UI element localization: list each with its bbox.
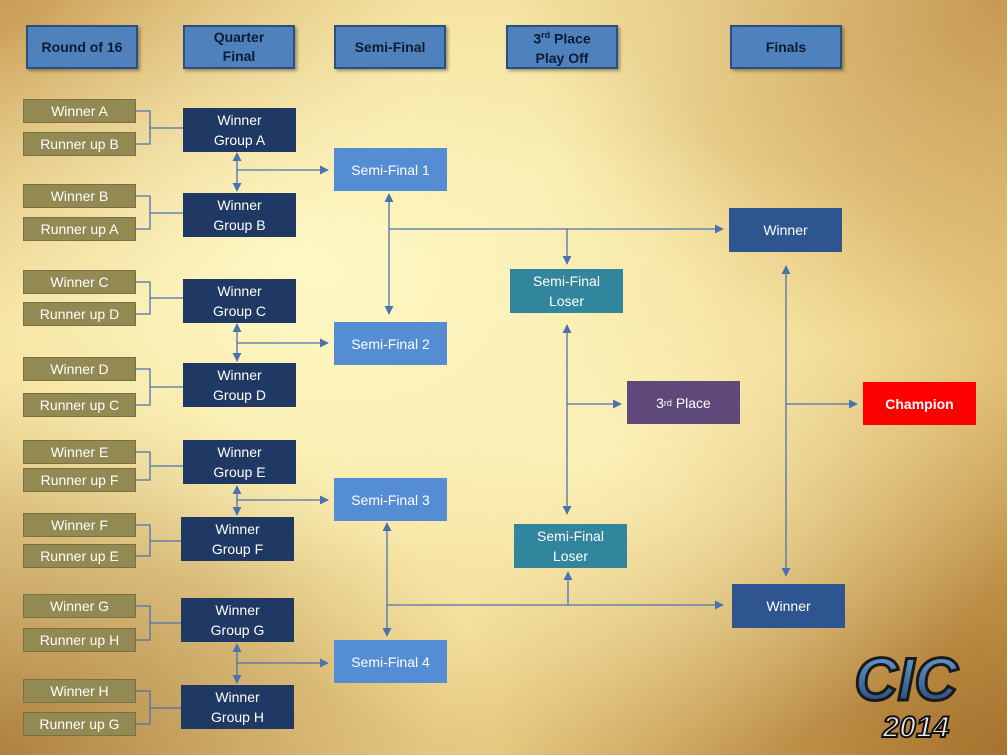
qf-box: Winner Group B xyxy=(183,193,296,237)
qf-label: Winner Group E xyxy=(213,444,266,480)
sf-loser-label: Semi-Final Loser xyxy=(533,273,600,309)
header-semi-final: Semi-Final xyxy=(334,25,446,69)
r16-team: Runner up F xyxy=(23,468,136,492)
qf-label: Winner Group A xyxy=(213,112,266,148)
header-third-suffix: rd xyxy=(541,30,551,41)
finals-winner-box-1: Winner xyxy=(729,208,842,252)
qf-label: Winner Group H xyxy=(211,689,264,725)
header-quarter-final: Quarter Final xyxy=(183,25,295,69)
r16-team: Runner up A xyxy=(23,217,136,241)
r16-team: Runner up B xyxy=(23,132,136,156)
header-third-place: 3rd Place Play Off xyxy=(506,25,618,69)
sf-box-3: Semi-Final 3 xyxy=(334,478,447,521)
r16-bracket-e xyxy=(136,451,183,481)
r16-team-label: Runner up D xyxy=(39,306,120,322)
r16-team: Winner F xyxy=(23,513,136,537)
r16-team: Winner B xyxy=(23,184,136,208)
sf-box-4: Semi-Final 4 xyxy=(334,640,447,683)
sf-loser-box-1: Semi-Final Loser xyxy=(510,269,623,313)
r16-bracket-b xyxy=(136,195,183,230)
r16-bracket-h xyxy=(136,690,181,725)
r16-team-label: Winner A xyxy=(51,103,108,119)
qf-box: Winner Group C xyxy=(183,279,296,323)
r16-team-label: Runner up G xyxy=(39,716,120,732)
r16-team: Runner up C xyxy=(23,393,136,417)
header-finals: Finals xyxy=(730,25,842,69)
r16-team-label: Winner G xyxy=(49,598,110,614)
qf-label: Winner Group G xyxy=(210,602,265,638)
logo-year: 2014 xyxy=(882,711,950,744)
r16-bracket-f xyxy=(136,524,181,557)
qf-label: Winner Group D xyxy=(213,367,266,403)
qf-box: Winner Group E xyxy=(183,440,296,484)
r16-team-label: Runner up C xyxy=(39,397,120,413)
r16-team: Runner up E xyxy=(23,544,136,568)
header-quarter-final-label: Quarter Final xyxy=(213,29,265,64)
champion-box: Champion xyxy=(863,382,976,425)
header-third-place-line1: 3rd Place xyxy=(533,26,590,49)
r16-team-label: Winner D xyxy=(50,361,109,377)
r16-team: Winner D xyxy=(23,357,136,381)
r16-team: Winner E xyxy=(23,440,136,464)
qf-box: Winner Group D xyxy=(183,363,296,407)
cic-2014-logo: CIC 2014 xyxy=(853,645,961,745)
sf-loser-box-2: Semi-Final Loser xyxy=(514,524,627,568)
r16-bracket-d xyxy=(136,368,183,406)
finals-winner-box-2: Winner xyxy=(732,584,845,628)
r16-bracket-c xyxy=(136,281,183,315)
r16-team-label: Runner up B xyxy=(40,136,119,152)
r16-team-label: Winner E xyxy=(50,444,109,460)
header-third-ordinal: 3 xyxy=(533,30,542,47)
qf-label: Winner Group F xyxy=(211,521,264,557)
sf-label: Semi-Final 2 xyxy=(351,335,430,352)
header-finals-label: Finals xyxy=(765,39,807,55)
r16-team: Winner G xyxy=(23,594,136,618)
sf-label: Semi-Final 4 xyxy=(351,653,430,670)
qf-box: Winner Group G xyxy=(181,598,294,642)
finals-winner-label: Winner xyxy=(763,222,808,238)
r16-team-label: Runner up E xyxy=(40,548,119,564)
r16-team-label: Runner up F xyxy=(40,472,119,488)
third-place-ordinal: 3 xyxy=(656,394,664,411)
r16-team-label: Winner B xyxy=(50,188,109,204)
sf-box-1: Semi-Final 1 xyxy=(334,148,447,191)
r16-team: Winner A xyxy=(23,99,136,123)
third-place-suffix: rd xyxy=(663,397,672,408)
qf-label: Winner Group B xyxy=(213,197,266,233)
header-round-of-16-label: Round of 16 xyxy=(41,39,123,55)
champion-label: Champion xyxy=(885,395,954,412)
r16-team-label: Winner H xyxy=(50,683,109,699)
third-place-word: Place xyxy=(671,394,711,411)
r16-bracket-g xyxy=(136,605,181,641)
header-third-word: Place xyxy=(550,30,591,47)
r16-team: Runner up G xyxy=(23,712,136,736)
logo-letters: CIC xyxy=(854,646,959,713)
r16-team-label: Runner up A xyxy=(40,221,119,237)
qf-box: Winner Group H xyxy=(181,685,294,729)
sf-loser-label: Semi-Final Loser xyxy=(537,528,604,564)
r16-team: Runner up H xyxy=(23,628,136,652)
r16-team: Winner H xyxy=(23,679,136,703)
sf-label: Semi-Final 1 xyxy=(351,161,430,178)
sf-label: Semi-Final 3 xyxy=(351,491,430,508)
finals-winner-label: Winner xyxy=(766,598,811,614)
r16-team-label: Runner up H xyxy=(39,632,120,648)
r16-team: Runner up D xyxy=(23,302,136,326)
header-semi-final-label: Semi-Final xyxy=(354,39,426,55)
sf-box-2: Semi-Final 2 xyxy=(334,322,447,365)
header-third-place-line2: Play Off xyxy=(535,49,589,66)
qf-box: Winner Group F xyxy=(181,517,294,561)
r16-bracket-a xyxy=(136,110,183,145)
header-round-of-16: Round of 16 xyxy=(26,25,138,69)
qf-box: Winner Group A xyxy=(183,108,296,152)
qf-label: Winner Group C xyxy=(213,283,266,319)
r16-team-label: Winner F xyxy=(51,517,108,533)
r16-team-label: Winner C xyxy=(50,274,109,290)
r16-team: Winner C xyxy=(23,270,136,294)
